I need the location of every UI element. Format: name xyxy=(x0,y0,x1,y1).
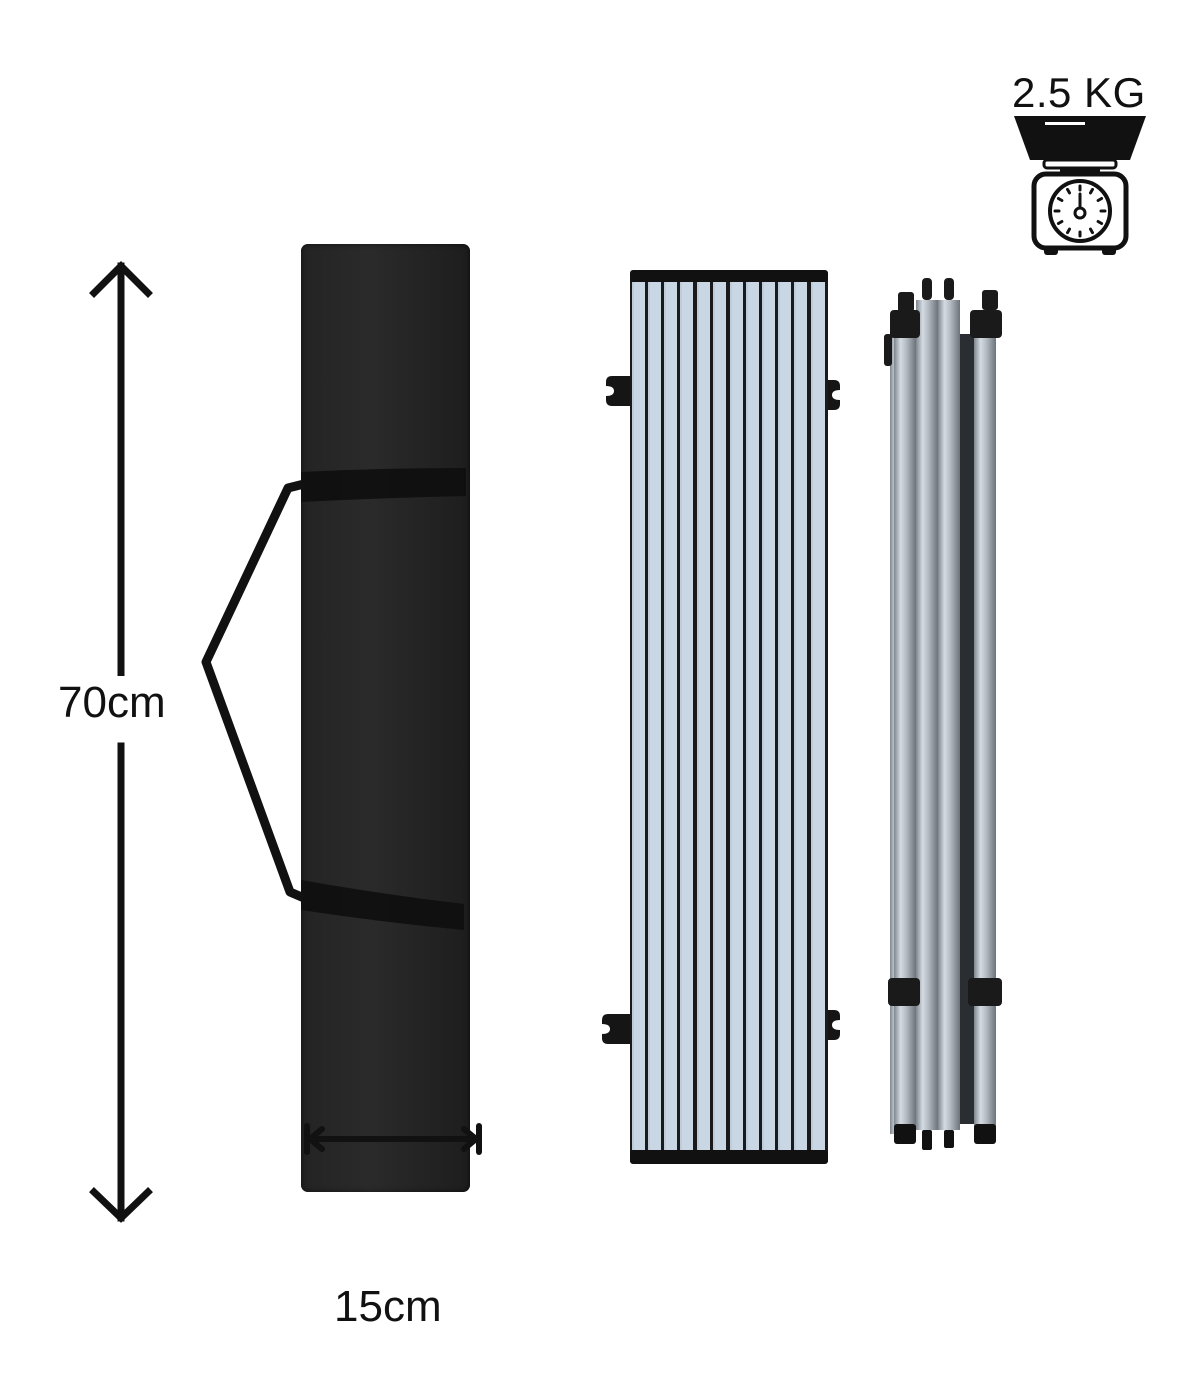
width-dimension-label: 15cm xyxy=(334,1282,442,1331)
carry-bag xyxy=(301,244,470,1192)
folded-aluminum-legs xyxy=(882,274,1022,1164)
weight-label: 2.5 KG xyxy=(1012,69,1146,116)
vertical-double-arrow-icon xyxy=(88,260,154,1226)
folded-slat-tabletop xyxy=(600,266,850,1172)
kitchen-scale-icon xyxy=(1012,112,1148,258)
bag-handle-strap xyxy=(200,462,470,942)
horizontal-double-arrow-icon xyxy=(302,1122,484,1156)
height-dimension-label: 70cm xyxy=(58,676,166,730)
